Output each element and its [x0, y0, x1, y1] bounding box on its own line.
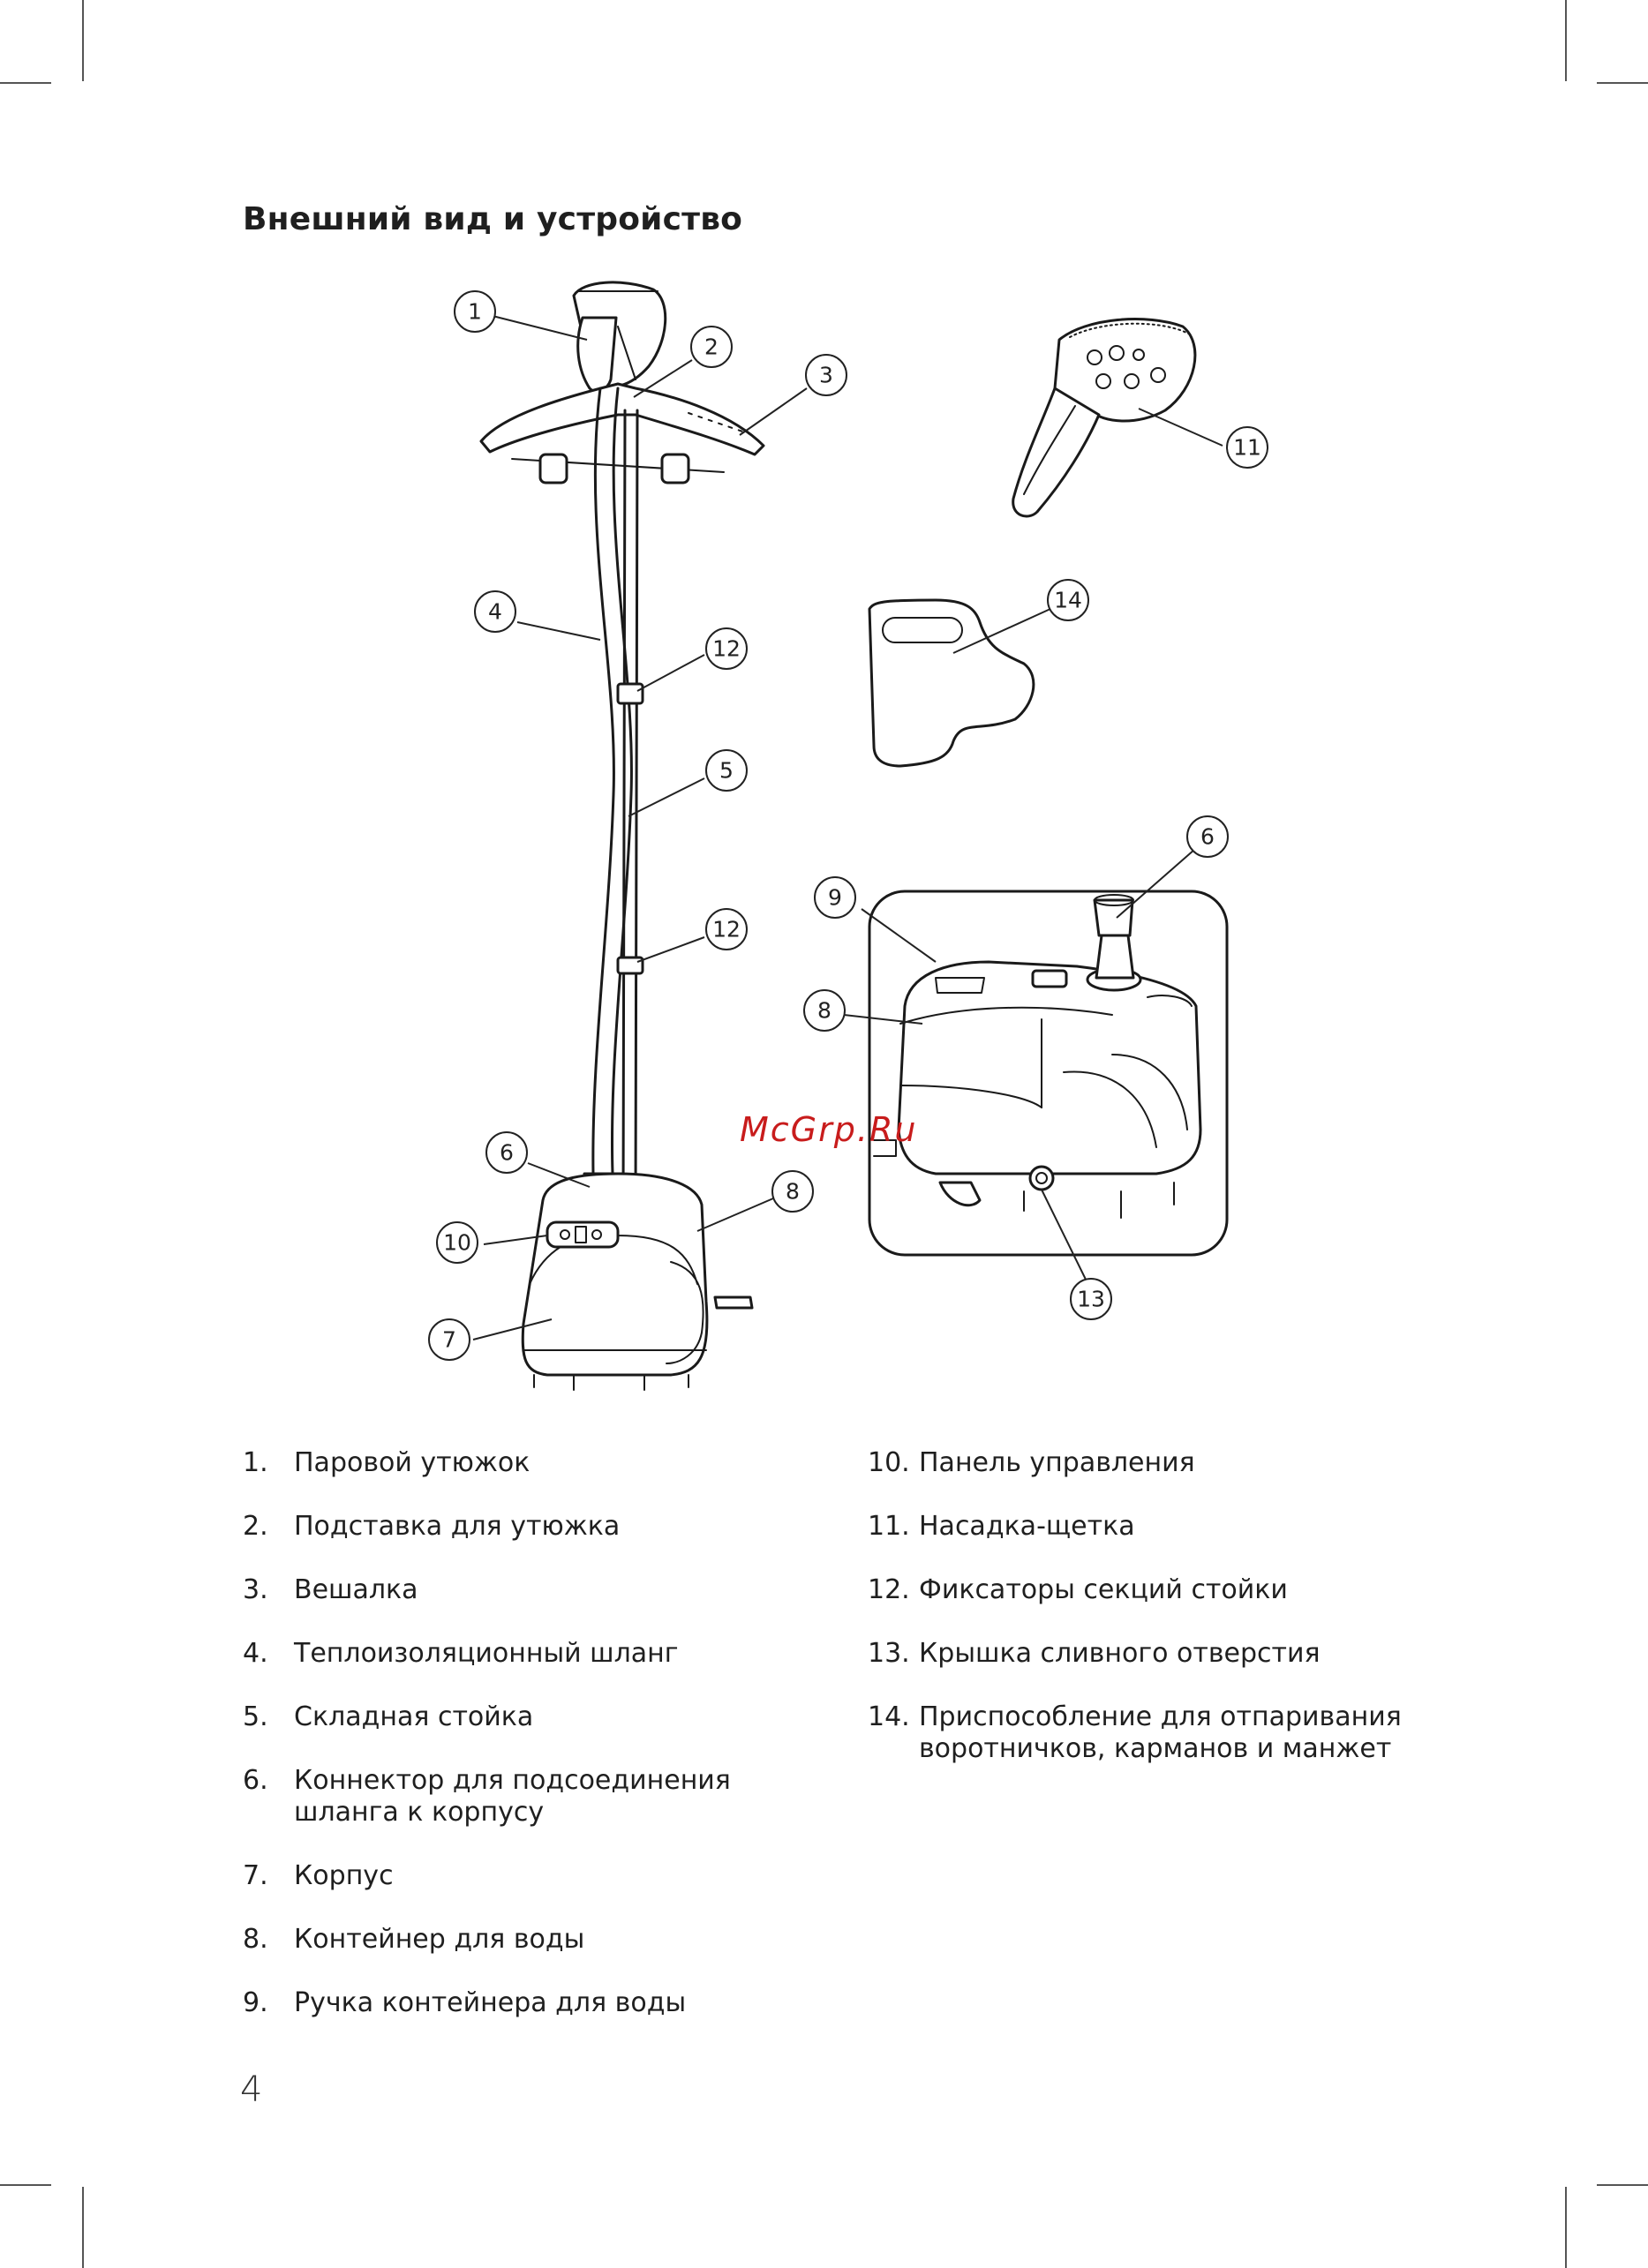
item-text: Складная стойка	[294, 1701, 534, 1732]
item-number: 11.	[868, 1511, 910, 1542]
item-text: Паровой утюжок	[294, 1447, 531, 1478]
callout-markers: 1 2 3 4 12 5 12 6 10 8 7 11 14 6 9 8 13	[428, 290, 1268, 1361]
list-item: 9. Ручка контейнера для воды	[243, 1987, 790, 2019]
steamer-illustration	[479, 281, 765, 1391]
list-item: 14. Приспособление для отпаривания воротн…	[868, 1701, 1503, 1765]
callout-marker: 11	[1226, 426, 1268, 469]
item-number: 7.	[243, 1860, 268, 1891]
callout-marker: 6	[485, 1131, 528, 1174]
svg-text:7: 7	[442, 1327, 456, 1353]
parts-list-right: 10. Панель управления 11. Насадка-щетка 12…	[868, 1447, 1503, 1765]
list-item: 7. Корпус	[243, 1860, 790, 1892]
callout-marker: 9	[814, 876, 856, 919]
svg-text:5: 5	[719, 758, 734, 784]
crop-mark	[1565, 2187, 1567, 2268]
item-number: 6.	[243, 1765, 268, 1796]
item-text: Подставка для утюжка	[294, 1511, 621, 1542]
svg-text:11: 11	[1233, 435, 1261, 461]
item-number: 10.	[868, 1447, 910, 1478]
crop-mark	[82, 2187, 84, 2268]
item-text: Теплоизоляционный шланг	[294, 1638, 679, 1669]
list-item: 1. Паровой утюжок	[243, 1447, 790, 1479]
svg-text:8: 8	[786, 1179, 800, 1205]
callout-marker: 12	[705, 627, 748, 670]
svg-text:13: 13	[1077, 1287, 1105, 1312]
list-item: 12. Фиксаторы секций стойки	[868, 1574, 1503, 1606]
list-item: 3. Вешалка	[243, 1574, 790, 1606]
item-number: 4.	[243, 1638, 268, 1669]
hanger	[479, 382, 765, 484]
crop-mark	[0, 2184, 51, 2186]
svg-text:3: 3	[819, 363, 833, 388]
callout-marker: 12	[705, 908, 748, 950]
page-heading: Внешний вид и устройство	[243, 201, 743, 237]
list-item: 5. Складная стойка	[243, 1701, 790, 1733]
item-text: Вешалка	[294, 1574, 418, 1605]
steam-iron	[572, 281, 667, 394]
callout-marker: 5	[705, 749, 748, 792]
callout-marker: 3	[805, 354, 847, 396]
callout-marker: 14	[1047, 579, 1089, 621]
svg-text:14: 14	[1054, 588, 1082, 613]
item-text: Панель управления	[919, 1447, 1195, 1478]
parts-list-left: 1.Паровой утюжок 2.Подставка для утюжка …	[243, 1447, 790, 2019]
item-number: 8.	[243, 1924, 268, 1955]
crop-mark	[1597, 82, 1648, 84]
item-text: Контейнер для воды	[294, 1924, 585, 1955]
callout-marker: 13	[1070, 1278, 1112, 1320]
collar-board	[868, 598, 1035, 768]
item-text: Корпус	[294, 1860, 394, 1891]
list-item: 2. Подставка для утюжка	[243, 1511, 790, 1543]
callout-marker: 2	[690, 326, 733, 368]
steamer-base	[521, 1172, 754, 1391]
brush-head	[1012, 318, 1197, 518]
callout-marker: 8	[803, 989, 846, 1032]
item-number: 5.	[243, 1701, 268, 1732]
svg-text:9: 9	[828, 885, 842, 911]
callout-marker: 4	[474, 590, 516, 633]
svg-text:6: 6	[1200, 824, 1215, 850]
list-item: 8. Контейнер для воды	[243, 1924, 790, 1956]
item-number: 3.	[243, 1574, 268, 1605]
callout-marker: 7	[428, 1318, 470, 1361]
page-number: 4	[240, 2069, 263, 2110]
callout-marker: 8	[771, 1170, 814, 1213]
callout-marker: 1	[454, 290, 496, 333]
svg-text:1: 1	[468, 299, 482, 325]
item-number: 2.	[243, 1511, 268, 1542]
list-item: 10. Панель управления	[868, 1447, 1503, 1479]
svg-text:10: 10	[443, 1230, 471, 1256]
list-item: 11. Насадка-щетка	[868, 1511, 1503, 1543]
item-number: 12.	[868, 1574, 910, 1605]
svg-text:6: 6	[500, 1140, 514, 1166]
leader-lines	[472, 315, 1223, 1341]
item-number: 13.	[868, 1638, 910, 1669]
crop-mark	[1597, 2184, 1648, 2186]
svg-text:12: 12	[712, 917, 741, 942]
callout-marker: 6	[1186, 815, 1229, 858]
item-text: Ручка контейнера для воды	[294, 1987, 687, 2018]
item-text: Крышка сливного отверстия	[919, 1638, 1321, 1669]
list-item: 13. Крышка сливного отверстия	[868, 1638, 1503, 1670]
watermark: McGrp.Ru	[740, 1110, 918, 1149]
steamer-diagram: 1 2 3 4 12 5 12 6 10 8 7 11 14 6 9 8 13	[428, 281, 1268, 1391]
list-item: 4. Теплоизоляционный шланг	[243, 1638, 790, 1670]
item-number: 1.	[243, 1447, 268, 1478]
svg-text:2: 2	[704, 334, 719, 360]
svg-text:12: 12	[712, 636, 741, 662]
base-closeup	[868, 890, 1229, 1257]
crop-mark	[0, 82, 51, 84]
item-text: Фиксаторы секций стойки	[919, 1574, 1288, 1605]
item-text: Приспособление для отпаривания воротничк…	[919, 1701, 1402, 1764]
callout-marker: 10	[436, 1221, 478, 1264]
item-text: Насадка-щетка	[919, 1511, 1135, 1542]
svg-text:8: 8	[817, 998, 832, 1024]
crop-mark	[1565, 0, 1567, 81]
item-number: 14.	[868, 1701, 910, 1732]
svg-text:4: 4	[488, 599, 502, 625]
crop-mark	[82, 0, 84, 81]
item-text: Коннектор для подсоединения шланга к кор…	[294, 1765, 731, 1828]
item-number: 9.	[243, 1987, 268, 2018]
list-item: 6. Коннектор для подсоединения шланга к к…	[243, 1765, 790, 1829]
